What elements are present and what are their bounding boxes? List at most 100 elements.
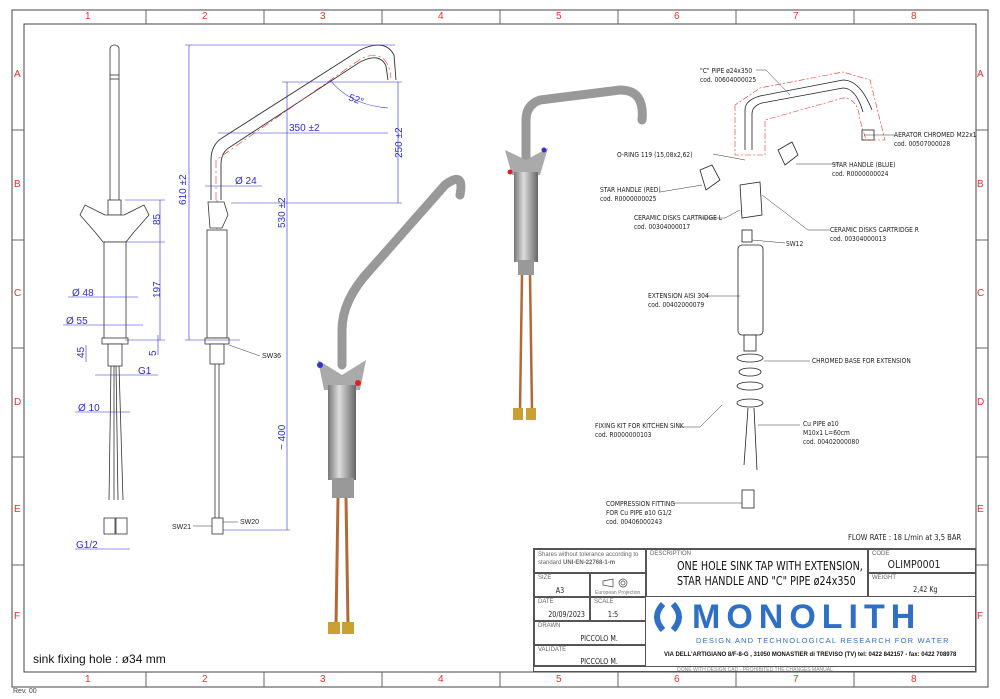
column-label: 5 [556, 674, 562, 685]
part-star-handle-red: STAR HANDLE (RED)cod. R0000000025 [600, 186, 661, 203]
description-cell: DESCRIPTION ONE HOLE SINK TAP WITH EXTEN… [646, 549, 868, 597]
side-view-drawing: 610 ±2 Ø 24 350 ±2 250 ±2 530 ±2 52° ~ 4… [172, 44, 405, 535]
flow-rate: FLOW RATE : 18 L/min at 3,5 BAR [848, 533, 962, 542]
exploded-view-drawing [659, 69, 895, 509]
description-label: DESCRIPTION [650, 551, 692, 557]
dim-d10: Ø 10 [78, 403, 100, 414]
projection-cell: European Projection [590, 573, 646, 597]
validate-cell: VALIDATE PICCOLO M. [534, 645, 646, 666]
description-text: ONE HOLE SINK TAP WITH EXTENSION,STAR HA… [677, 559, 863, 588]
row-label: D [977, 397, 985, 408]
weight-label: WEIGHT [872, 575, 896, 581]
front-view-drawing: Ø 48 Ø 55 85 197 45 5 G1 Ø 10 G1/2 [63, 44, 165, 551]
row-label: E [14, 504, 21, 515]
column-label: 7 [793, 674, 799, 685]
dim-d55: Ø 55 [66, 316, 88, 327]
footer-notice: DONE WITH DESIGN CAD - PROHIBITED THE CH… [534, 666, 976, 673]
scale-cell: SCALE 1:5 [590, 597, 646, 621]
date-value: 20/09/2023 [548, 610, 585, 619]
column-label: 1 [85, 11, 91, 22]
code-label: CODE [872, 551, 890, 557]
water-drop-logo-icon [654, 602, 682, 632]
label-sw36: SW36 [262, 353, 281, 360]
column-label: 3 [320, 674, 326, 685]
company-logo: MONOLITH [692, 598, 922, 636]
row-label: A [14, 69, 21, 80]
code-value: OLIMP0001 [887, 558, 941, 571]
row-label: D [14, 397, 22, 408]
tolerance-text: Shares without tolerance according to st… [538, 552, 639, 566]
row-label: C [14, 288, 22, 299]
dim-h5: 5 [148, 350, 159, 356]
revision-label: Rev. 00 [13, 688, 37, 695]
row-label: B [977, 179, 984, 190]
projection-symbol-icon [602, 578, 628, 588]
tolerance-cell: Shares without tolerance according to st… [534, 549, 646, 573]
row-label: F [14, 611, 21, 622]
dim-h400: ~ 400 [277, 424, 288, 450]
validate-value: PICCOLO M. [580, 657, 618, 666]
column-label: 4 [438, 674, 444, 685]
dim-g1: G1 [138, 366, 152, 377]
dim-h610: 610 ±2 [178, 174, 189, 205]
row-label: C [977, 288, 985, 299]
title-block: Shares without tolerance according to st… [533, 548, 976, 673]
part-chromed-base: CHROMED BASE FOR EXTENSION [812, 357, 911, 365]
row-label: F [977, 611, 984, 622]
projection-label: European Projection [595, 590, 641, 596]
dim-h45: 45 [76, 346, 87, 358]
tolerance-standard: UNI-EN-22768-1-m [563, 560, 616, 566]
column-label: 2 [202, 11, 208, 22]
validate-label: VALIDATE [538, 647, 567, 653]
dim-angle: 52° [347, 92, 365, 108]
company-address: VIA DELL'ARTIGIANO 8/F-8-G , 31050 MONAS… [664, 652, 957, 658]
column-label: 4 [438, 11, 444, 22]
dim-h530: 530 ±2 [277, 197, 288, 228]
part-sw12: SW12 [786, 240, 804, 248]
part-o-ring: O-RING 119 (15,08x2,62) [617, 151, 693, 159]
dim-w350: 350 ±2 [289, 123, 320, 134]
dim-h250: 250 ±2 [394, 127, 405, 158]
column-label: 2 [202, 674, 208, 685]
column-label: 6 [674, 674, 680, 685]
label-sw20: SW20 [240, 519, 259, 526]
row-label: B [14, 179, 21, 190]
rendered-views [317, 85, 647, 634]
scale-label: SCALE [594, 599, 614, 605]
drawn-value: PICCOLO M. [580, 634, 618, 643]
weight-cell: WEIGHT 2,42 Kg [868, 573, 976, 597]
date-cell: DATE 20/09/2023 [534, 597, 590, 621]
dim-d48: Ø 48 [72, 288, 94, 299]
part-star-handle-blue: STAR HANDLE (BLUE)cod. R0000000024 [832, 161, 896, 178]
column-label: 8 [911, 11, 917, 22]
column-label: 8 [911, 674, 917, 685]
dim-h85: 85 [152, 213, 163, 225]
column-label: 5 [556, 11, 562, 22]
dim-h197: 197 [152, 281, 163, 298]
column-label: 6 [674, 11, 680, 22]
column-label: 3 [320, 11, 326, 22]
sink-fixing-note: sink fixing hole : ø34 mm [33, 652, 166, 666]
label-sw21: SW21 [172, 524, 191, 531]
company-logo-area: MONOLITH DESIGN AND TECHNOLOGICAL RESEAR… [646, 597, 976, 666]
column-label: 7 [793, 11, 799, 22]
company-tagline: DESIGN AND TECHNOLOGICAL RESEARCH FOR WA… [696, 636, 950, 645]
weight-value: 2,42 Kg [913, 585, 938, 594]
size-label: SIZE [538, 575, 552, 581]
size-value: A3 [555, 586, 565, 595]
scale-value: 1:5 [607, 610, 619, 619]
row-label: E [977, 504, 984, 515]
date-label: DATE [538, 599, 554, 605]
column-label: 1 [85, 674, 91, 685]
